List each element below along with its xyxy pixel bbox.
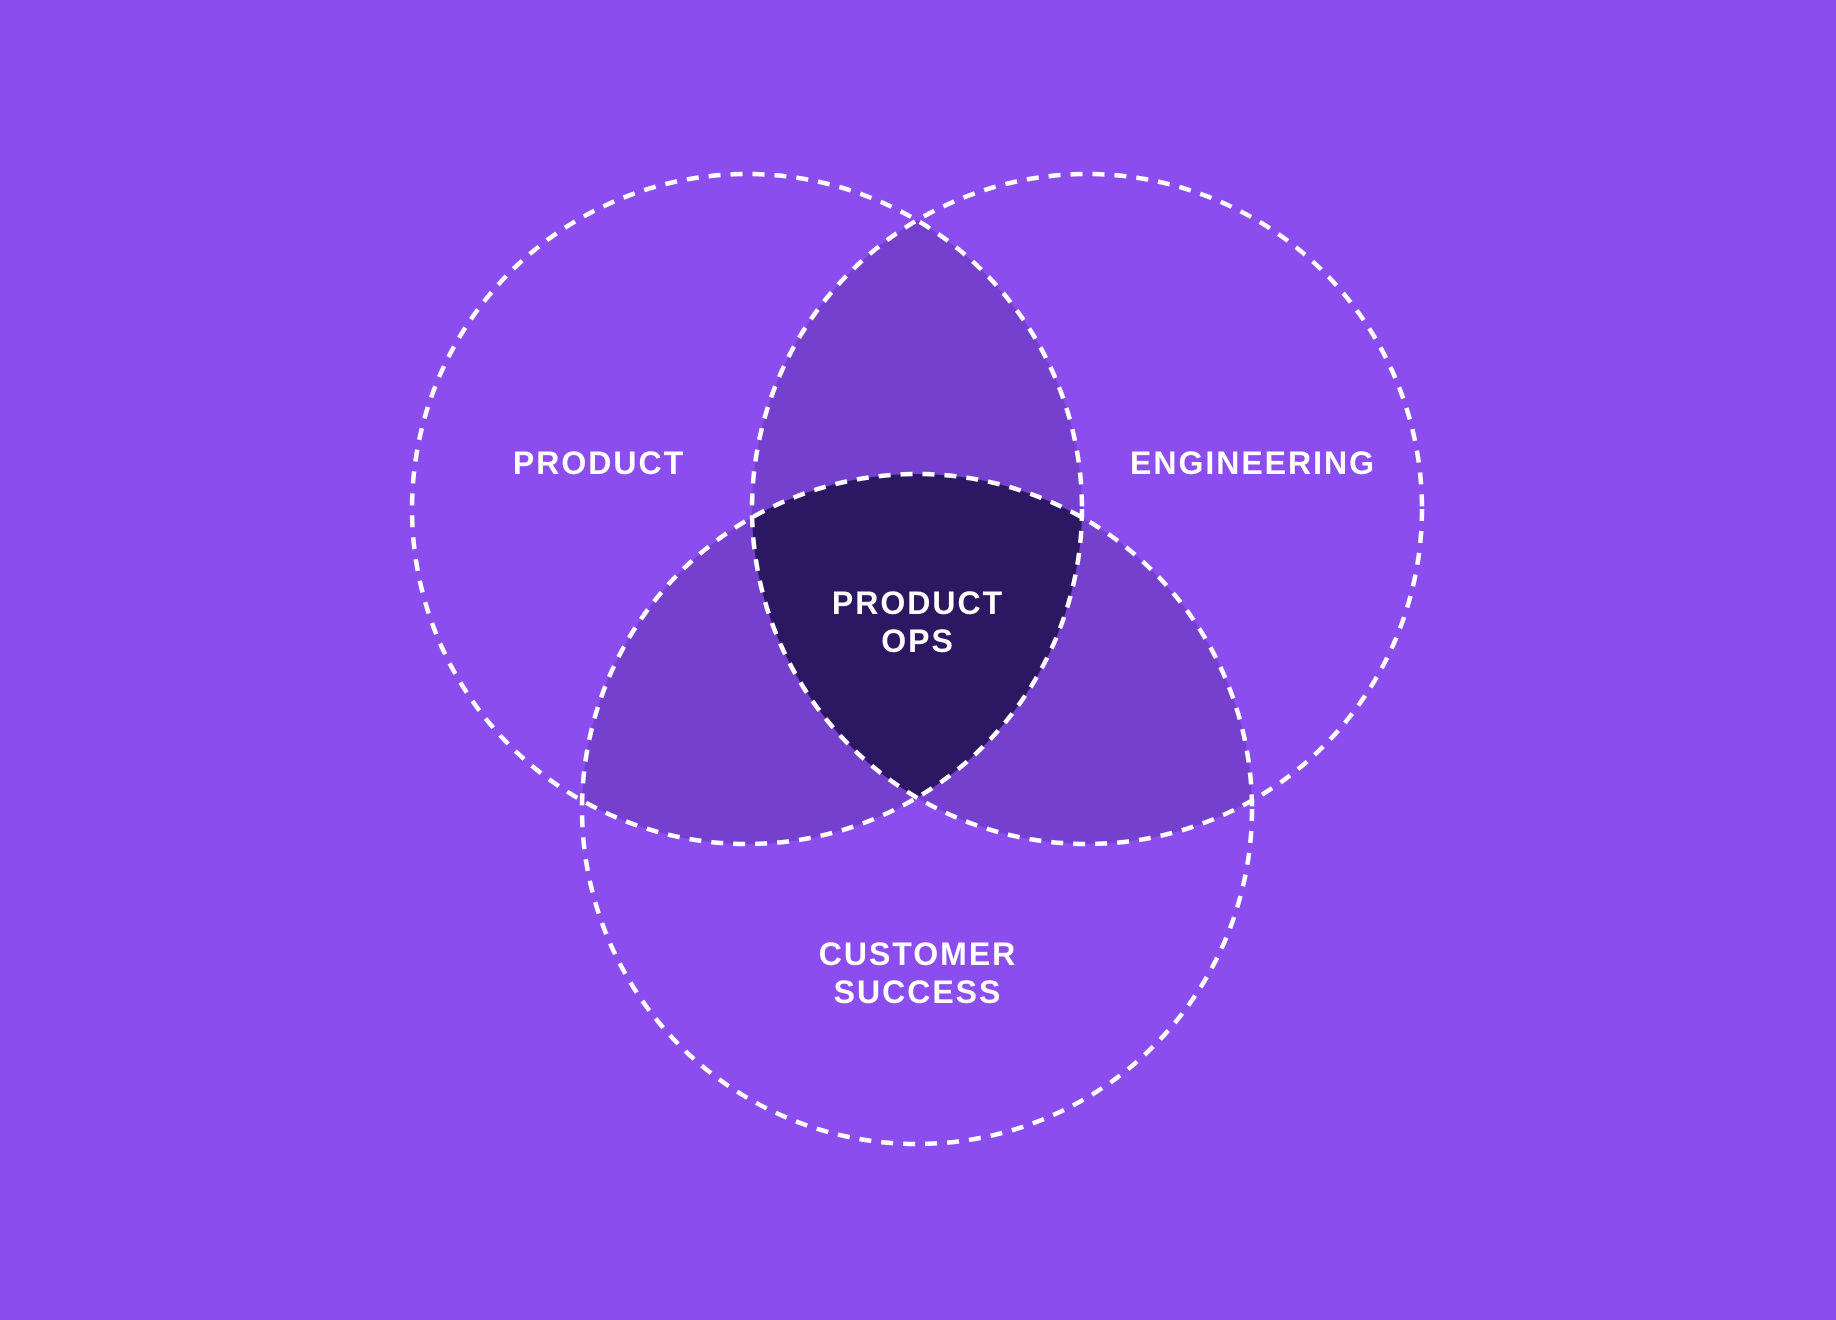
product-ops-label-line1: PRODUCT <box>832 585 1004 621</box>
engineering-circle <box>749 171 1425 847</box>
product-label: PRODUCT <box>513 445 685 481</box>
customer-success-label-line1: CUSTOMER <box>819 936 1018 972</box>
product-ops-label-line2: OPS <box>881 623 955 659</box>
engineering-label: ENGINEERING <box>1130 445 1376 481</box>
customer-success-label-line2: SUCCESS <box>834 974 1003 1010</box>
product-circle <box>409 171 1085 847</box>
customer-success-circle <box>579 471 1255 1147</box>
